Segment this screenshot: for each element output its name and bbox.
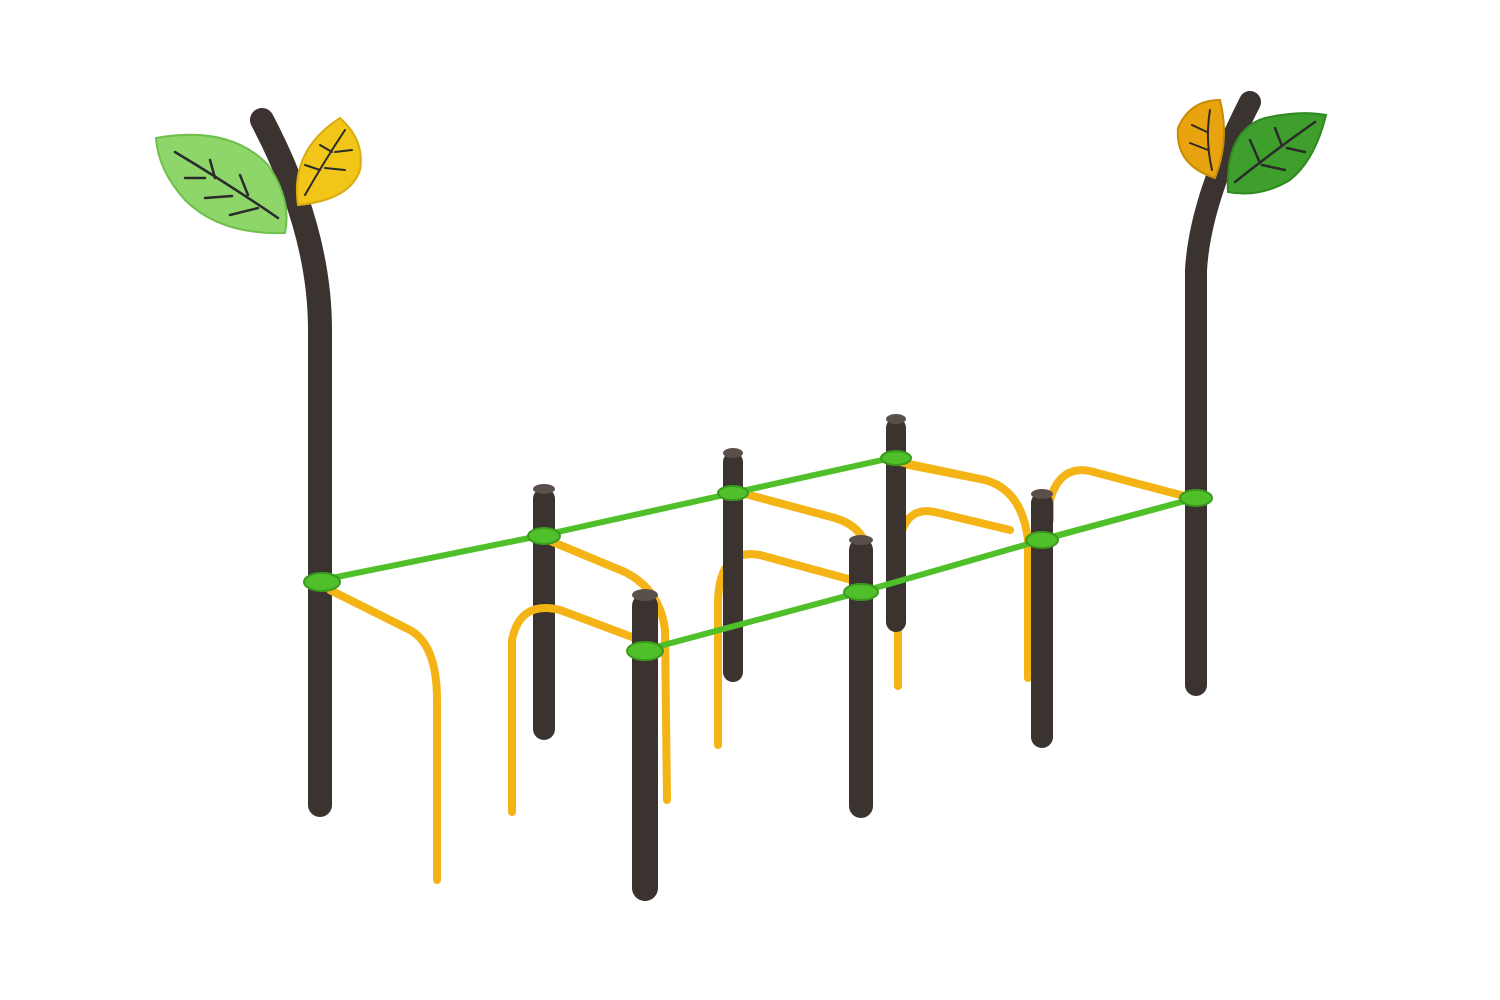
tree-post-left bbox=[154, 108, 362, 817]
tree-trunk bbox=[250, 108, 332, 817]
leaf-veins bbox=[304, 129, 353, 196]
yellow-arch bbox=[326, 586, 441, 884]
leaf-orange bbox=[1176, 98, 1225, 180]
green-clamps bbox=[303, 450, 1213, 661]
clamp bbox=[843, 583, 879, 601]
green-rail bbox=[319, 532, 547, 583]
clamp bbox=[303, 572, 341, 592]
post-cap bbox=[632, 589, 658, 601]
clamp bbox=[1025, 531, 1059, 549]
post-cap bbox=[1031, 489, 1053, 499]
green-rail bbox=[1039, 495, 1199, 543]
post bbox=[632, 593, 658, 901]
leaf-veins bbox=[1233, 120, 1317, 184]
green-rail bbox=[858, 537, 1045, 595]
green-rail bbox=[730, 454, 899, 496]
post-cap bbox=[886, 414, 906, 424]
leaf-veins bbox=[173, 150, 280, 220]
clamp bbox=[717, 485, 749, 501]
green-rails-front bbox=[642, 495, 1199, 653]
leaf-icon bbox=[1226, 112, 1328, 195]
clamp bbox=[626, 641, 664, 661]
leaf-icon bbox=[1176, 98, 1225, 180]
clamp bbox=[527, 527, 561, 545]
green-rail bbox=[642, 589, 864, 653]
clamp bbox=[1179, 489, 1213, 507]
yellow-arch bbox=[508, 604, 644, 816]
yellow-arch bbox=[896, 458, 989, 484]
post-cap bbox=[533, 484, 555, 494]
post-cap bbox=[723, 448, 743, 458]
tree-trunk bbox=[1185, 91, 1261, 696]
leaf-veins bbox=[1189, 109, 1213, 171]
leaf-icon bbox=[296, 116, 362, 207]
post bbox=[849, 538, 873, 818]
clamp bbox=[880, 450, 912, 466]
green-rail bbox=[541, 490, 736, 538]
post bbox=[533, 488, 555, 740]
leaf-dark-green bbox=[1226, 112, 1328, 195]
post bbox=[1031, 492, 1053, 748]
tree-post-right bbox=[1176, 91, 1328, 696]
post-cap bbox=[849, 535, 873, 545]
leaf-icon bbox=[154, 133, 288, 235]
posts-front bbox=[632, 489, 1053, 901]
